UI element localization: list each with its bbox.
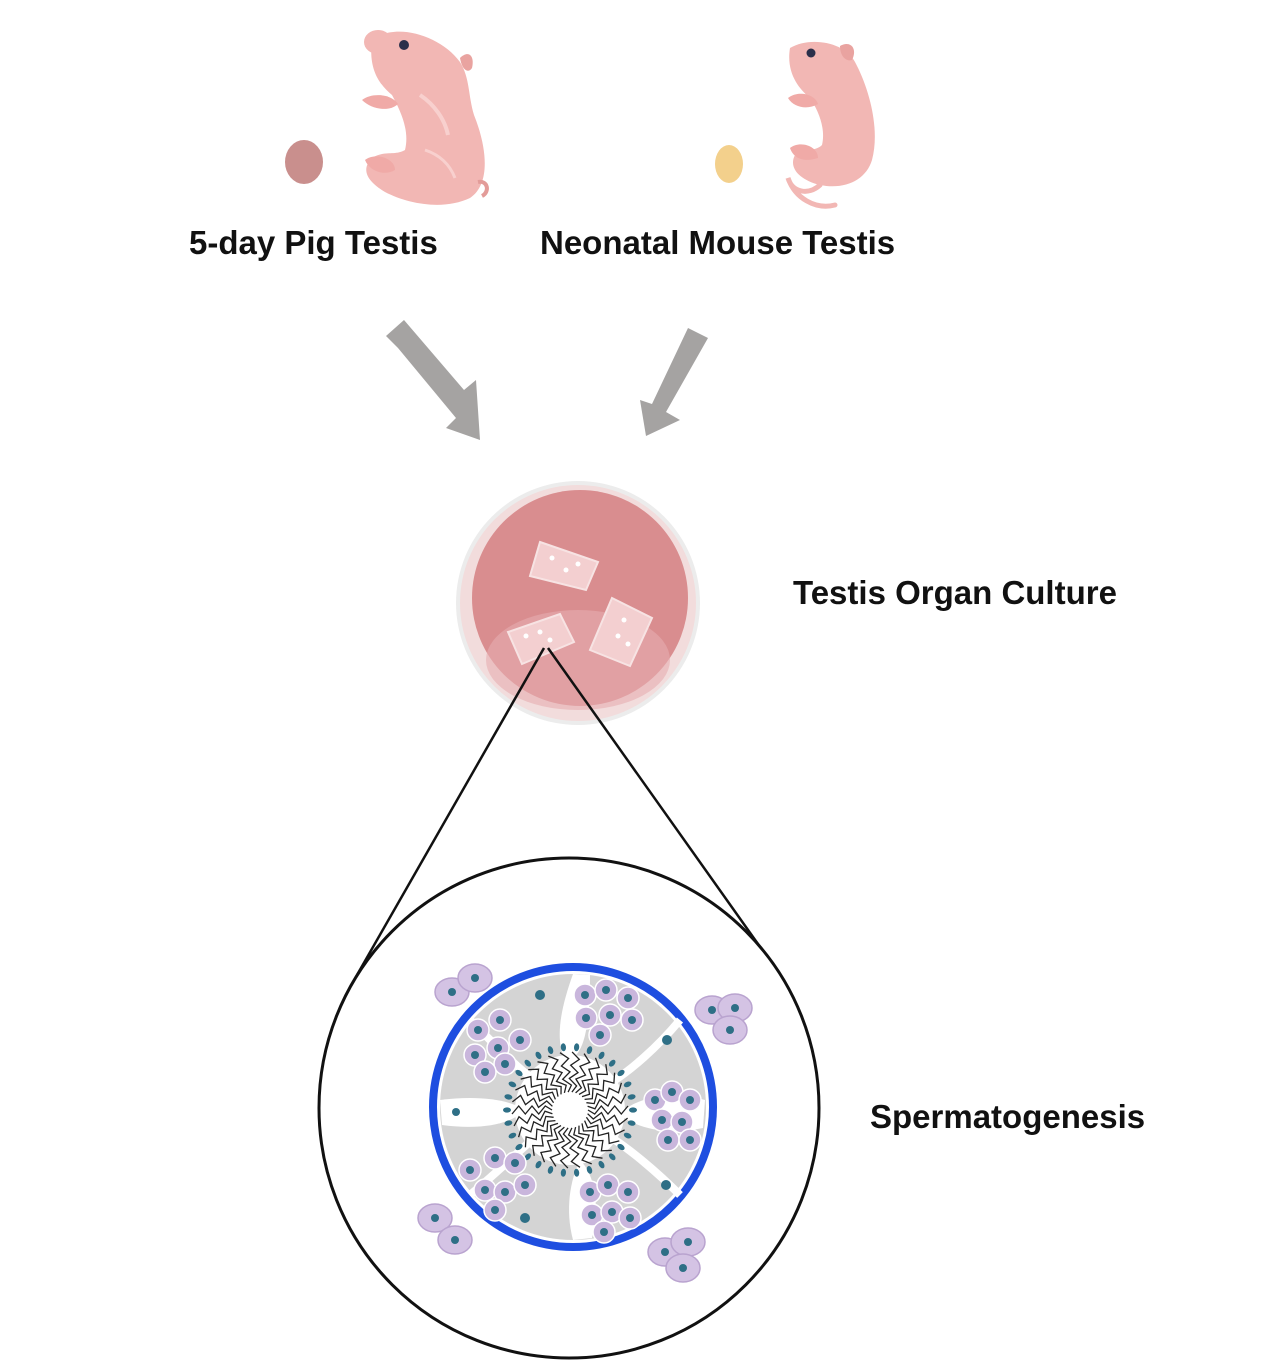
sertoli-nuclei [452, 990, 672, 1223]
culture-dish [456, 481, 700, 725]
mouse-testis-label: Neonatal Mouse Testis [540, 224, 896, 261]
mouse-pup-icon [785, 41, 875, 209]
mouse-testis-icon [715, 145, 743, 183]
tissue-piece-3 [588, 596, 654, 668]
tissue-piece-2 [506, 612, 576, 666]
germ-cell-clusters [458, 978, 702, 1244]
spermatogenesis-label: Spermatogenesis [870, 1098, 1146, 1135]
arrow-right [640, 328, 708, 436]
seminiferous-tubule [429, 963, 717, 1251]
mouse-illustration [715, 41, 875, 209]
pig-testis-label: 5-day Pig Testis [189, 224, 438, 261]
piglet-icon [362, 30, 489, 205]
zoom-lines [355, 647, 782, 976]
pig-testis-icon [285, 140, 323, 184]
tissue-piece-1 [528, 540, 600, 592]
organ-culture-label: Testis Organ Culture [793, 574, 1117, 611]
spermatozoa [503, 1043, 637, 1177]
interstitial-cell-clusters [417, 963, 753, 1283]
pig-illustration [285, 30, 489, 205]
arrow-left [386, 320, 480, 440]
